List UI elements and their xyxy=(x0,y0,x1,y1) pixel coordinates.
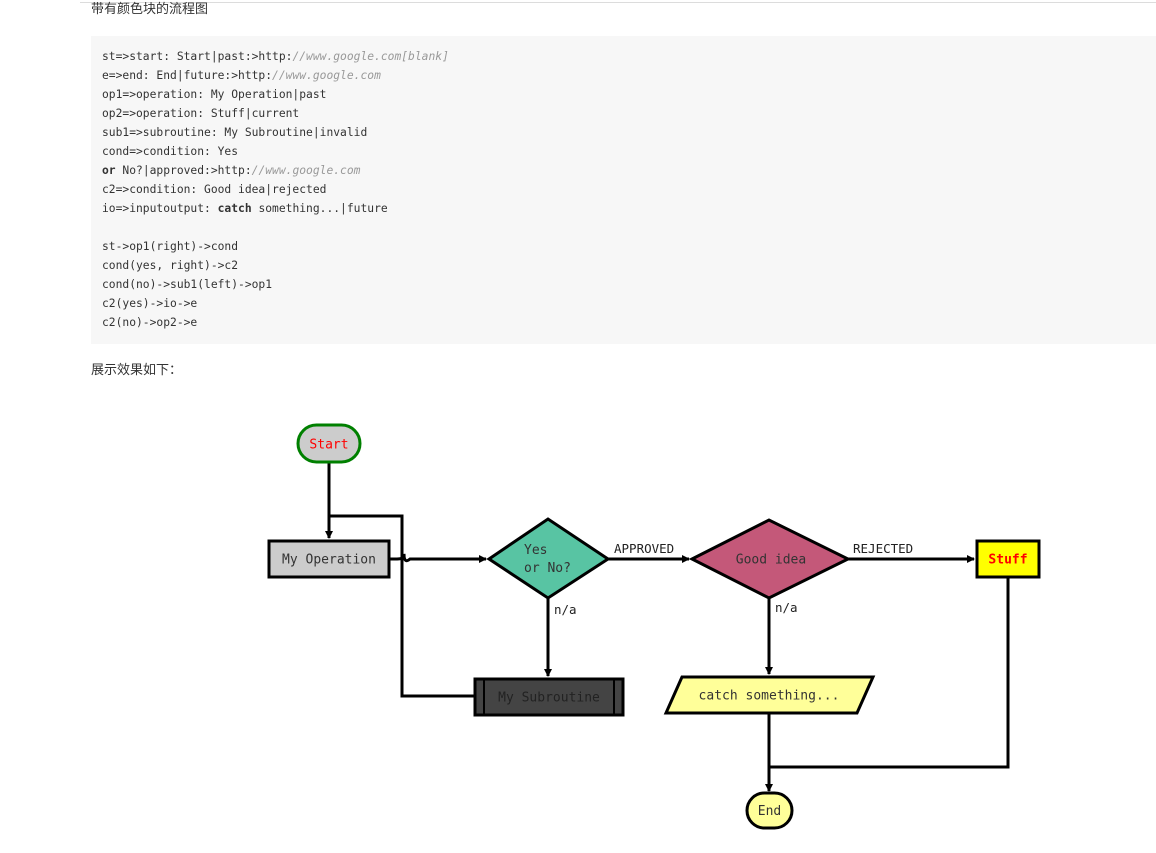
node-my-operation[interactable]: My Operation xyxy=(267,539,391,579)
node-catch-something[interactable]: catch something... xyxy=(663,675,876,715)
code-line: op1=>operation: My Operation|past xyxy=(102,88,327,101)
node-io-label: catch something... xyxy=(699,689,840,704)
code-line: sub1=>subroutine: My Subroutine|invalid xyxy=(102,126,368,139)
code-line: cond(yes, right)->c2 xyxy=(102,259,239,272)
node-cond-label-line2: or No? xyxy=(524,561,571,576)
code-line: c2(no)->op2->e xyxy=(102,316,198,329)
result-label: 展示效果如下： xyxy=(91,363,183,378)
code-line: op2=>operation: Stuff|current xyxy=(102,107,300,120)
edge-sub1-op1 xyxy=(329,514,475,698)
edge-label-rejected: REJECTED xyxy=(853,541,913,556)
code-line: st=>start: Start|past:>http://www.google… xyxy=(102,50,449,63)
node-stuff[interactable]: Stuff xyxy=(975,539,1041,579)
edge-op2-end xyxy=(769,578,1010,769)
node-end[interactable]: End xyxy=(745,791,794,830)
node-start[interactable]: Start xyxy=(296,423,362,464)
node-sub1-label: My Subroutine xyxy=(498,691,600,706)
edge-label-c2-yes: n/a xyxy=(775,600,798,615)
edge-op1-cond xyxy=(389,553,487,563)
node-cond-label-line1: Yes xyxy=(524,543,547,558)
node-my-subroutine[interactable]: My Subroutine xyxy=(473,677,625,717)
code-line: e=>end: End|future:>http://www.google.co… xyxy=(102,69,381,82)
top-divider xyxy=(80,2,1156,3)
node-op2-label: Stuff xyxy=(988,553,1027,568)
code-content: st=>start: Start|past:>http://www.google… xyxy=(102,47,449,332)
code-line: io=>inputoutput: catch something...|futu… xyxy=(102,202,388,215)
code-line: cond=>condition: Yes xyxy=(102,145,239,158)
node-good-idea[interactable]: Good idea xyxy=(688,518,852,600)
node-c2-label: Good idea xyxy=(736,553,806,568)
edge-label-cond-no: n/a xyxy=(554,602,577,617)
edge-label-approved: APPROVED xyxy=(614,541,674,556)
code-line: c2=>condition: Good idea|rejected xyxy=(102,183,327,196)
node-start-label: Start xyxy=(309,438,348,453)
section-heading: 带有颜色块的流程图 xyxy=(91,2,209,17)
node-end-label: End xyxy=(758,804,781,819)
code-line: or No?|approved:>http://www.google.com xyxy=(102,164,361,177)
node-yes-or-no[interactable]: Yes or No? xyxy=(486,517,611,600)
code-block: st=>start: Start|past:>http://www.google… xyxy=(91,36,1156,344)
node-op1-label: My Operation xyxy=(282,553,376,568)
code-line: st->op1(right)->cond xyxy=(102,240,239,253)
code-line: cond(no)->sub1(left)->op1 xyxy=(102,278,273,291)
code-line: c2(yes)->io->e xyxy=(102,297,198,310)
